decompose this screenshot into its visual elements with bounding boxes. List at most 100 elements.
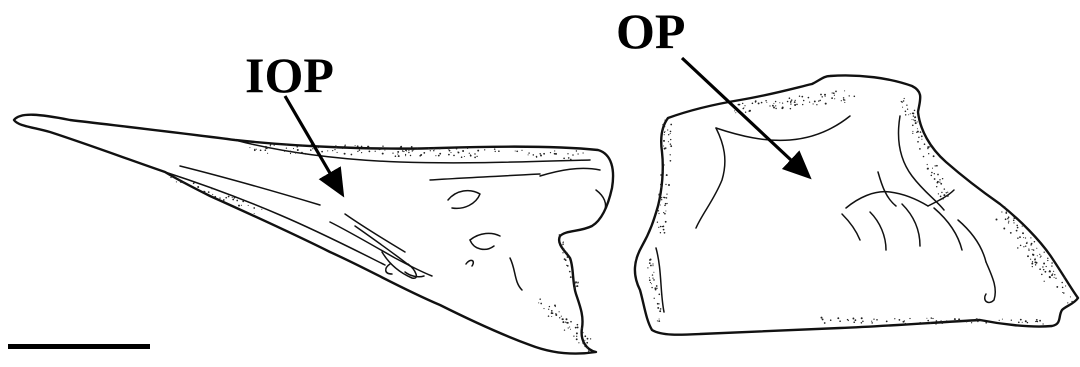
stipple-dot bbox=[790, 103, 791, 104]
stipple-dot bbox=[1030, 237, 1031, 238]
stipple-dot bbox=[936, 320, 938, 322]
stipple-dot bbox=[540, 155, 542, 157]
stipple-dot bbox=[929, 146, 930, 147]
stipple-dot bbox=[571, 268, 572, 269]
stipple-dot bbox=[1064, 277, 1066, 279]
stipple-dot bbox=[539, 298, 541, 300]
stipple-dot bbox=[1035, 321, 1036, 322]
stipple-dot bbox=[920, 131, 922, 133]
stipple-dot bbox=[351, 154, 353, 156]
stipple-dot bbox=[561, 316, 562, 317]
stipple-dot bbox=[1051, 262, 1053, 264]
stipple-dot bbox=[825, 103, 827, 105]
stipple-dot bbox=[651, 287, 652, 288]
stipple-dot bbox=[837, 317, 839, 319]
stipple-dot bbox=[397, 151, 399, 153]
stipple-dot bbox=[382, 145, 383, 146]
stipple-dot bbox=[944, 188, 945, 189]
stipple-dot bbox=[921, 135, 923, 137]
stipple-dot bbox=[752, 103, 754, 105]
stipple-dot bbox=[569, 326, 570, 327]
stipple-dot bbox=[1043, 263, 1045, 265]
stipple-dot bbox=[1032, 254, 1033, 255]
interopercle-outline bbox=[14, 115, 613, 354]
stipple-dot bbox=[670, 160, 672, 162]
stipple-dot bbox=[461, 156, 463, 158]
stipple-dot bbox=[844, 99, 845, 100]
stipple-dot bbox=[822, 318, 824, 320]
stipple-dot bbox=[814, 100, 816, 102]
stipple-dot bbox=[654, 298, 655, 299]
stipple-dot bbox=[563, 241, 564, 242]
stipple-dot bbox=[657, 320, 658, 321]
stipple-dot bbox=[942, 198, 943, 199]
stipple-dot bbox=[775, 108, 776, 109]
stipple-dot bbox=[570, 276, 572, 278]
stipple-dot bbox=[193, 182, 194, 183]
stipple-dot bbox=[344, 153, 346, 155]
stipple-dot bbox=[795, 100, 796, 101]
stipple-dot bbox=[831, 97, 833, 99]
stipple-dot bbox=[802, 104, 803, 105]
stipple-dot bbox=[659, 194, 661, 196]
stipple-dot bbox=[813, 103, 814, 104]
stipple-dot bbox=[871, 322, 873, 324]
stipple-dot bbox=[748, 110, 750, 112]
stipple-dot bbox=[286, 147, 287, 148]
stipple-dot bbox=[403, 151, 404, 152]
stipple-dot bbox=[516, 150, 518, 152]
stipple-dot bbox=[550, 152, 551, 153]
stipple-dot bbox=[1063, 292, 1065, 294]
stipple-dot bbox=[809, 101, 810, 102]
stipple-dot bbox=[384, 150, 385, 151]
stipple-dot bbox=[1041, 274, 1043, 276]
stipple-dot bbox=[662, 226, 663, 227]
stipple-dot bbox=[844, 102, 845, 103]
stipple-dot bbox=[834, 95, 835, 96]
stipple-dot bbox=[1035, 258, 1036, 259]
stipple-dot bbox=[410, 155, 411, 156]
stipple-dot bbox=[361, 146, 363, 148]
stipple-dot bbox=[453, 155, 455, 157]
stipple-dot bbox=[379, 148, 381, 150]
stipple-dot bbox=[660, 174, 662, 176]
stipple-dot bbox=[905, 110, 907, 112]
stipple-dot bbox=[658, 303, 659, 304]
stipple-dot bbox=[666, 203, 667, 204]
stipple-dot bbox=[1007, 218, 1009, 220]
stipple-dot bbox=[575, 283, 576, 284]
stipple-dot bbox=[668, 141, 669, 142]
stipple-dot bbox=[1051, 265, 1052, 266]
stipple-dot bbox=[565, 259, 567, 261]
stipple-dot bbox=[584, 335, 586, 337]
stipple-dot bbox=[789, 97, 791, 99]
stipple-dot bbox=[1031, 263, 1033, 265]
stipple-dot bbox=[902, 107, 903, 108]
op-label: OP bbox=[616, 3, 685, 59]
stipple-dot bbox=[170, 177, 171, 178]
stipple-dot bbox=[584, 340, 585, 341]
stipple-dot bbox=[572, 154, 574, 156]
stipple-dot bbox=[977, 321, 978, 322]
stipple-dot bbox=[794, 101, 796, 103]
stipple-dot bbox=[779, 102, 780, 103]
stipple-dot bbox=[1067, 302, 1068, 303]
stipple-dot bbox=[664, 205, 666, 207]
stipple-dot bbox=[661, 199, 662, 200]
stipple-dot bbox=[588, 350, 590, 352]
stipple-dot bbox=[321, 151, 323, 153]
stipple-dot bbox=[656, 288, 657, 289]
stipple-dot bbox=[839, 320, 841, 322]
stipple-dot bbox=[456, 148, 457, 149]
stipple-dot bbox=[742, 103, 743, 104]
stipple-dot bbox=[448, 154, 450, 156]
opercle-outline bbox=[635, 75, 1078, 334]
stipple-dot bbox=[652, 277, 653, 278]
opercle-bone bbox=[635, 75, 1078, 334]
stipple-dot bbox=[408, 150, 409, 151]
stipple-dot bbox=[577, 326, 579, 328]
stipple-dot bbox=[947, 192, 948, 193]
stipple-dot bbox=[375, 151, 376, 152]
stipple-dot bbox=[267, 153, 268, 154]
stipple-dot bbox=[234, 197, 236, 199]
